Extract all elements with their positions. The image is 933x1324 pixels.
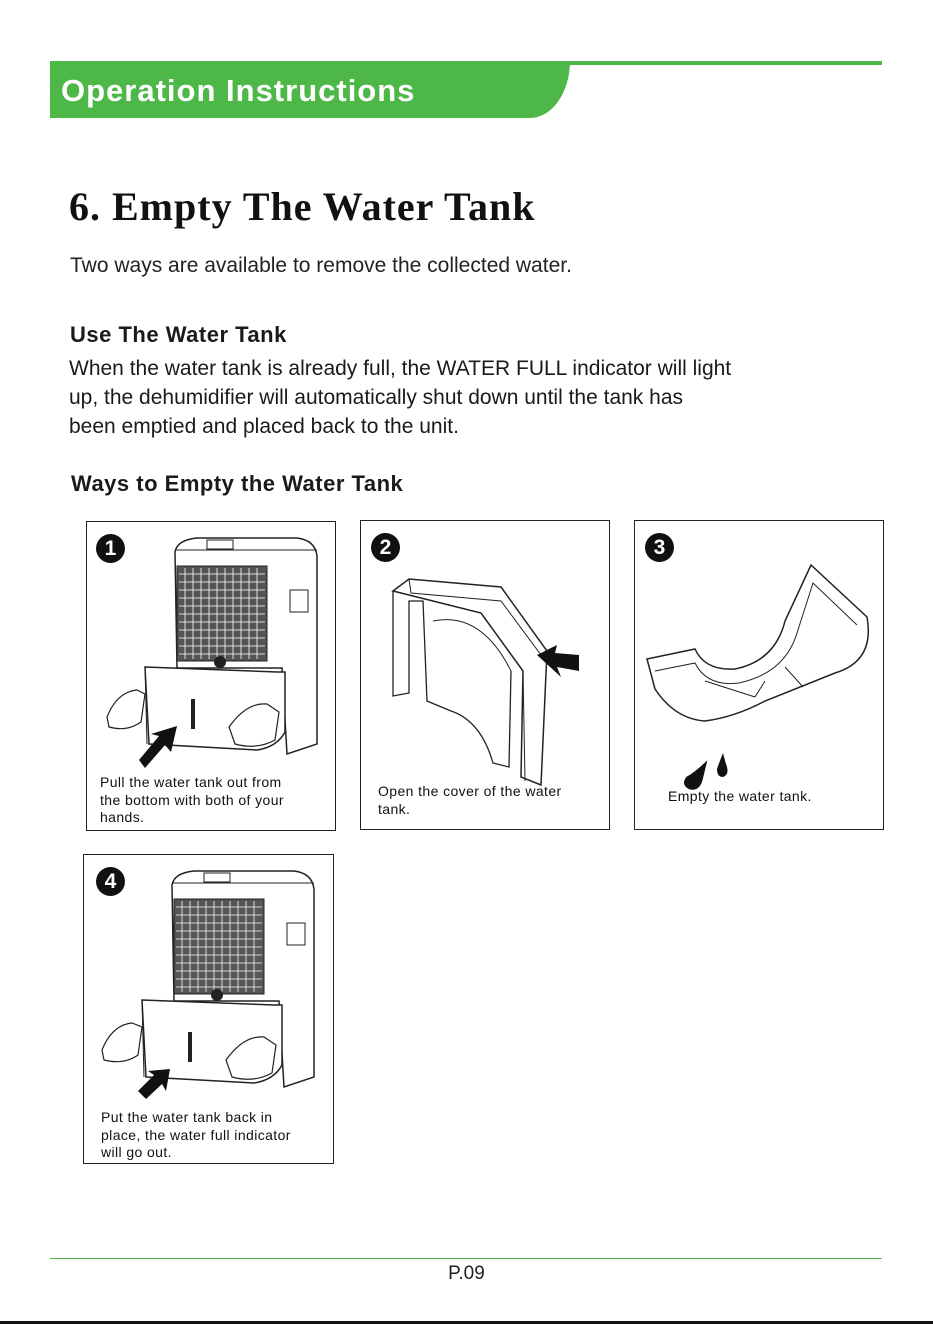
caption-line: Empty the water tank.	[668, 788, 812, 804]
paragraph-line: up, the dehumidifier will automatically …	[69, 386, 684, 409]
step-1-number-badge: 1	[96, 534, 125, 563]
header-banner	[50, 61, 570, 118]
step-3-panel: 3 Empty the water tank.	[634, 520, 884, 830]
paragraph-line: When the water tank is already full, the…	[69, 357, 732, 380]
dehumidifier-insert-tank-illustration	[101, 870, 315, 1099]
step-3-number-badge: 3	[645, 533, 674, 562]
ways-heading: Ways to Empty the Water Tank	[71, 471, 404, 496]
caption-line: will go out.	[101, 1144, 172, 1160]
intro-text: Two ways are available to remove the col…	[70, 254, 572, 277]
caption-line: hands.	[100, 809, 145, 825]
step-2-caption: Open the cover of the water tank.	[378, 783, 562, 818]
step-1-panel: 1 Pull the water tank out from the botto…	[86, 521, 336, 831]
step-3-caption: Empty the water tank.	[668, 788, 812, 806]
caption-line: Put the water tank back in	[101, 1109, 273, 1125]
step-2-number-badge: 2	[371, 533, 400, 562]
page-bottom-edge	[0, 1321, 933, 1324]
section-title: 6. Empty The Water Tank	[69, 184, 536, 229]
use-tank-heading: Use The Water Tank	[70, 322, 287, 347]
step-4-number-badge: 4	[96, 867, 125, 896]
tank-pour-illustration	[646, 563, 869, 790]
step-4-caption: Put the water tank back in place, the wa…	[101, 1109, 291, 1162]
page-number: P.09	[448, 1263, 485, 1284]
caption-line: Pull the water tank out from	[100, 774, 282, 790]
caption-line: place, the water full indicator	[101, 1126, 291, 1143]
header-title: Operation Instructions	[61, 73, 416, 108]
dehumidifier-pull-tank-illustration	[106, 537, 318, 768]
tank-cover-illustration	[391, 578, 579, 787]
paragraph-line: been emptied and placed back to the unit…	[69, 415, 459, 438]
caption-line: tank.	[378, 800, 411, 817]
step-1-caption: Pull the water tank out from the bottom …	[100, 774, 284, 827]
step-4-panel: 4 Put the water tank back in place, the …	[83, 854, 334, 1164]
step-2-panel: 2 Open the cover of the water tank.	[360, 520, 610, 830]
footer-rule	[50, 1258, 882, 1259]
caption-line: the bottom with both of your	[100, 791, 284, 808]
use-tank-paragraph: When the water tank is already full, the…	[69, 354, 859, 441]
caption-line: Open the cover of the water	[378, 783, 562, 799]
